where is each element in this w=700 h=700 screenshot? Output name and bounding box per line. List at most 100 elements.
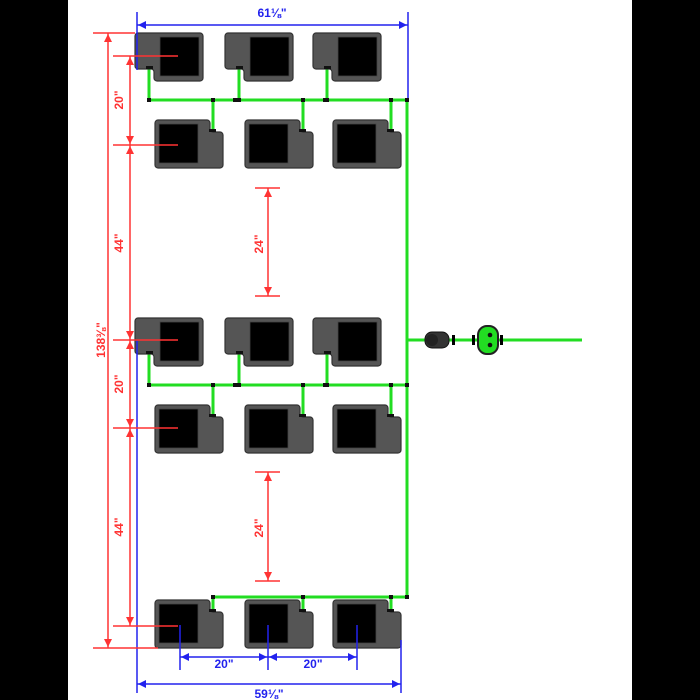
arrow-head: [269, 653, 277, 661]
hose-junction: [405, 98, 409, 102]
connector-end: [426, 334, 438, 346]
tap-valve-icon: [472, 325, 503, 355]
pot: [312, 317, 382, 367]
hose-junction: [389, 383, 393, 387]
arrow-head: [126, 146, 134, 154]
drip-fitting: [209, 609, 216, 612]
arrow-head: [259, 653, 267, 661]
dim-total-height: 138⅜": [94, 322, 108, 358]
dim-inner-gap-2: 24": [252, 518, 266, 537]
hose-junction: [211, 383, 215, 387]
hose-junction: [211, 595, 215, 599]
drip-fitting: [236, 351, 243, 354]
pot-basin: [248, 408, 289, 449]
pot: [134, 32, 204, 82]
dim-top-width: 61⅛": [257, 6, 286, 20]
hose-connector-icon: [424, 331, 455, 349]
arrow-head: [126, 419, 134, 427]
dim-row-gap-1: 20": [112, 90, 126, 109]
arrow-head: [126, 617, 134, 625]
hose-junction: [405, 383, 409, 387]
dim-row-gap-2: 20": [112, 374, 126, 393]
valve-clip: [472, 335, 475, 345]
dim-section-gap-2: 44": [112, 517, 126, 536]
pot: [154, 599, 224, 649]
pot-basin: [159, 321, 200, 362]
arrow-head: [138, 21, 146, 29]
pot-basin: [248, 123, 289, 164]
drip-fitting: [324, 66, 331, 69]
pot: [244, 119, 314, 169]
tap-valve-icon: [477, 325, 499, 355]
pot-basin: [337, 36, 378, 77]
arrow-head: [126, 57, 134, 65]
pot-basin: [158, 123, 199, 164]
hose-junction: [301, 383, 305, 387]
pot: [244, 404, 314, 454]
drip-fitting: [324, 351, 331, 354]
hose-junction: [301, 98, 305, 102]
arrow-head: [181, 653, 189, 661]
dim-inner-gap-1: 24": [252, 234, 266, 253]
arrow-head: [126, 429, 134, 437]
drip-fitting: [146, 66, 153, 69]
pot: [312, 32, 382, 82]
pot-basin: [336, 408, 377, 449]
pot-basin: [158, 603, 199, 644]
drip-fitting: [387, 609, 394, 612]
pot-basin: [337, 321, 378, 362]
arrow-head: [264, 287, 272, 295]
hose-junction: [233, 98, 237, 102]
arrow-head: [138, 680, 146, 688]
pot: [224, 32, 294, 82]
arrow-head: [264, 189, 272, 197]
drip-fitting: [387, 414, 394, 417]
connector-clip: [452, 335, 455, 345]
pot: [332, 404, 402, 454]
hose-junction: [323, 383, 327, 387]
drip-fitting: [299, 609, 306, 612]
drip-fitting: [387, 129, 394, 132]
hose-junction: [301, 595, 305, 599]
pot: [154, 119, 224, 169]
arrow-head: [104, 34, 112, 42]
arrow-head: [126, 341, 134, 349]
hose-junction: [233, 383, 237, 387]
arrow-head: [264, 572, 272, 580]
dim-section-gap-1: 44": [112, 233, 126, 252]
valve-dot: [487, 342, 493, 348]
arrow-head: [399, 21, 407, 29]
drip-fitting: [146, 351, 153, 354]
pot: [244, 599, 314, 649]
system-layout-diagram: 61⅛"59⅛"20"20"138⅜"20"44"20"44"24"24": [93, 6, 582, 700]
drip-fitting: [236, 66, 243, 69]
pot-basin: [336, 123, 377, 164]
valve-clip: [500, 335, 503, 345]
arrow-head: [126, 136, 134, 144]
pot: [332, 119, 402, 169]
valve-dot: [487, 332, 493, 338]
drip-fitting: [209, 414, 216, 417]
pot-basin: [249, 321, 290, 362]
hose-junction: [389, 595, 393, 599]
drip-fitting: [299, 414, 306, 417]
arrow-head: [392, 680, 400, 688]
dim-pot-spacing-1: 20": [214, 657, 233, 671]
arrow-head: [126, 331, 134, 339]
arrow-head: [348, 653, 356, 661]
pot: [224, 317, 294, 367]
pot-basin: [249, 36, 290, 77]
hose-junction: [147, 98, 151, 102]
pot: [134, 317, 204, 367]
hose-junction: [389, 98, 393, 102]
dim-bottom-width: 59⅛": [254, 687, 283, 700]
diagram-canvas: 61⅛"59⅛"20"20"138⅜"20"44"20"44"24"24": [68, 0, 632, 700]
hose-junction: [405, 595, 409, 599]
arrow-head: [264, 473, 272, 481]
hose-junction: [211, 98, 215, 102]
hose-junction: [237, 383, 241, 387]
hose-junction: [147, 383, 151, 387]
drip-fitting: [299, 129, 306, 132]
drip-fitting: [209, 129, 216, 132]
